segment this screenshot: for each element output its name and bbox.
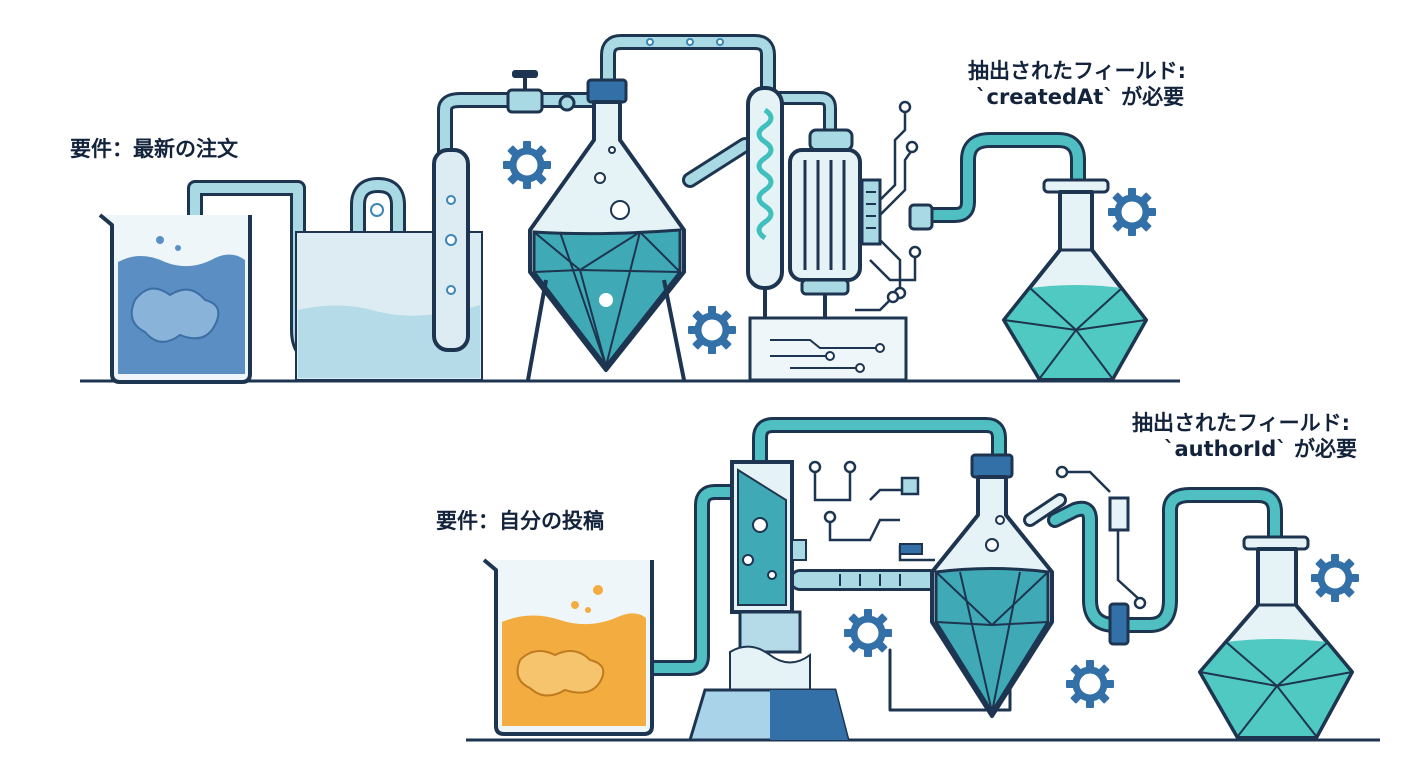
gear-icon (1066, 660, 1114, 708)
field-name: `createdAt` が必要 (976, 85, 1185, 110)
flask-icon (1002, 178, 1148, 382)
requirement-label-bottom: 要件：自分の投稿 (436, 508, 604, 534)
circuit-nodes (886, 100, 922, 304)
beaker-icon (482, 558, 654, 736)
condenser-icon (432, 148, 470, 352)
bottom-pipe-ticks (839, 574, 901, 586)
flask-icon (1198, 535, 1354, 740)
pipeline-top (80, 34, 1180, 384)
separator-icon (687, 460, 850, 742)
gear-icon (1311, 554, 1359, 602)
extracted-field-label-bottom: 抽出されたフィールド: `authorId` が必要 (1132, 410, 1357, 463)
pipeline-bottom (466, 417, 1380, 742)
gear-icon (688, 306, 736, 354)
valve-icon (506, 70, 576, 114)
flask-icon (526, 78, 686, 381)
filter-column-icon (748, 128, 934, 382)
requirement-label-top: 要件：最新の注文 (70, 136, 238, 162)
gear-icon (503, 141, 551, 189)
condenser-icon (746, 86, 784, 318)
flask-icon (930, 453, 1067, 718)
extracted-title: 抽出されたフィールド: (968, 59, 1186, 83)
circuit-icon (855, 110, 917, 312)
gear-icon (844, 609, 892, 657)
requirement-text: 要件：最新の注文 (70, 137, 238, 161)
bottom-pipes (642, 417, 1283, 712)
beaker-icon (98, 213, 252, 384)
requirement-text: 要件：自分の投稿 (436, 509, 604, 533)
field-name: `authorId` が必要 (1164, 437, 1358, 462)
gear-icon (1108, 188, 1156, 236)
extracted-title: 抽出されたフィールド: (1132, 411, 1350, 435)
extracted-field-label-top: 抽出されたフィールド: `createdAt` が必要 (968, 58, 1186, 111)
circuit-nodes (808, 460, 1147, 610)
